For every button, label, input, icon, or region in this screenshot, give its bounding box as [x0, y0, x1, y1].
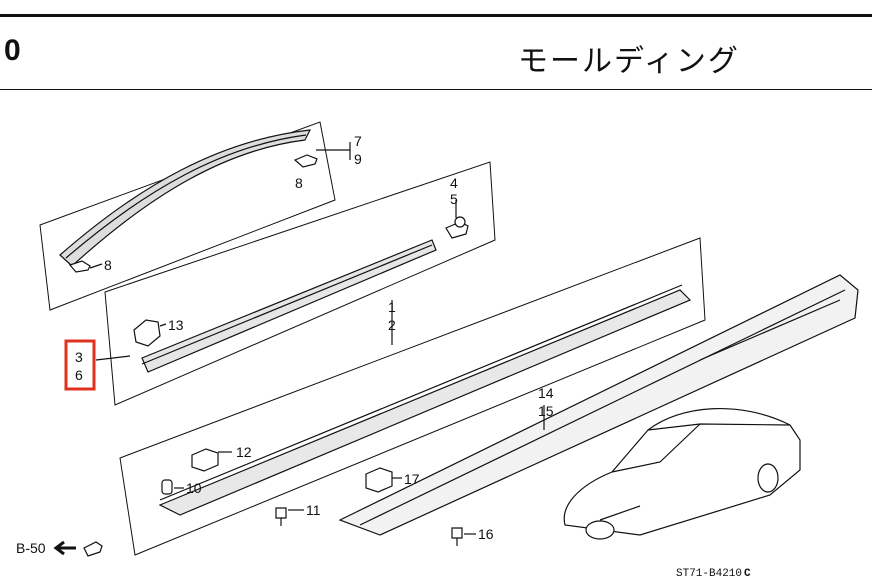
callout-8-lower: 8 [104, 257, 112, 273]
frame-side-sill [119, 237, 706, 556]
callout-6: 6 [75, 367, 83, 383]
callout-2: 2 [388, 317, 396, 333]
callout-3: 3 [75, 349, 83, 365]
frame-belt-molding [104, 161, 496, 406]
callout-16: 16 [478, 526, 494, 542]
clip-17 [365, 467, 393, 493]
callout-8-upper: 8 [295, 175, 303, 191]
callout-14: 14 [538, 385, 554, 401]
header-bottom-rule [0, 89, 872, 90]
section-title: モールディング [518, 45, 740, 78]
callout-4: 4 [450, 175, 458, 191]
clip-10 [161, 479, 173, 495]
roof-molding [59, 129, 312, 267]
clip-8-left [68, 260, 91, 273]
side-sill-garnish [158, 289, 692, 516]
callout-17: 17 [404, 471, 420, 487]
drawing-code-suffix: C [744, 568, 751, 580]
callout-5: 5 [450, 191, 458, 207]
drawing-code: ST71-B4210 [676, 568, 742, 580]
screw-11 [275, 507, 287, 526]
callout-7: 7 [354, 133, 362, 149]
callout-11: 11 [306, 502, 321, 518]
header-top-rule [0, 14, 872, 17]
side-sill-long [338, 274, 859, 536]
callout-13: 13 [168, 317, 184, 333]
clip-8-top [293, 154, 318, 168]
callout-15: 15 [538, 403, 554, 419]
car-illustration [563, 407, 801, 540]
page-number: 0 [4, 34, 21, 67]
callout-12: 12 [236, 444, 252, 460]
highlight-box-3-6 [64, 339, 96, 391]
frame-roof-molding [39, 121, 336, 311]
b50-arrow-icon [53, 540, 76, 556]
screw-16 [451, 527, 463, 546]
b50-clip-icon [83, 541, 103, 557]
callout-1: 1 [388, 299, 396, 315]
callout-10: 10 [186, 480, 202, 496]
clip-12 [191, 448, 219, 472]
clip-13 [133, 319, 161, 347]
callout-9: 9 [354, 151, 362, 167]
ref-label-b50: B-50 [16, 540, 46, 556]
